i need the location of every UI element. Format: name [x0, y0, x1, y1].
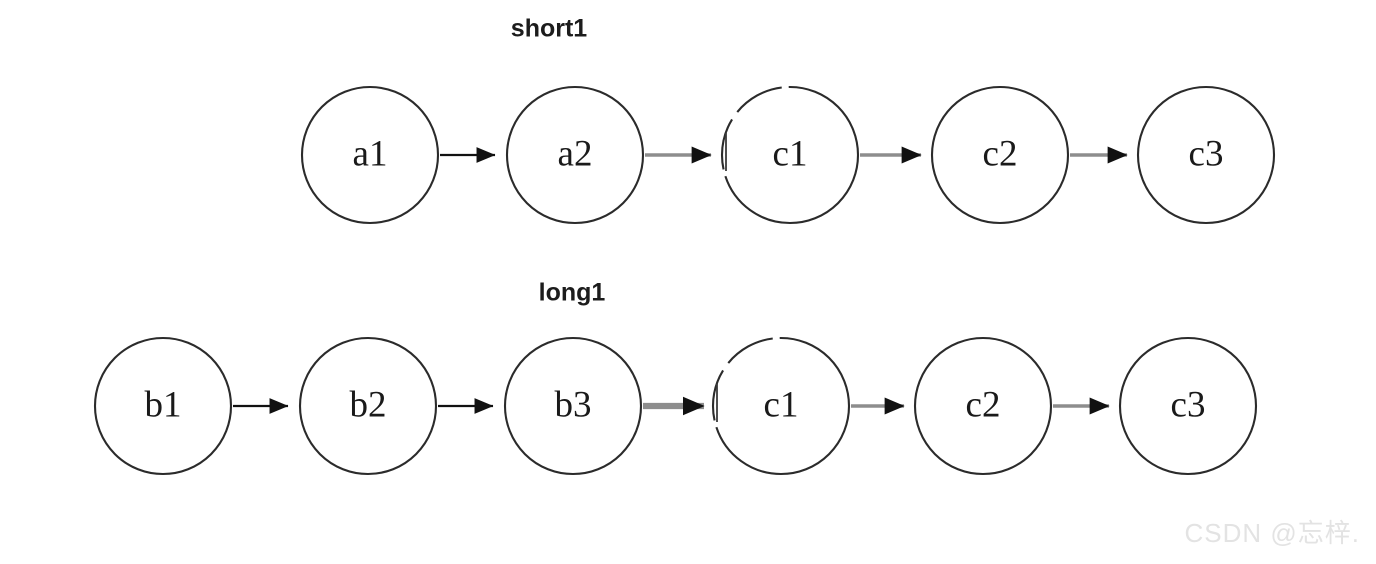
node-circle-s-a1	[300, 85, 440, 225]
node-label-s-a1: a1	[353, 133, 388, 174]
node-label-s-c1: c1	[773, 133, 808, 174]
node-circle-l-c3	[1118, 336, 1258, 476]
node-label-l-c1: c1	[764, 384, 799, 425]
node-l-b3[interactable]: b3	[503, 336, 643, 476]
node-circle-l-c1	[711, 336, 851, 476]
node-label-l-c3: c3	[1171, 384, 1206, 425]
edges-layer	[233, 146, 1128, 416]
node-l-c1[interactable]: c1	[711, 336, 851, 476]
node-l-b2[interactable]: b2	[298, 336, 438, 476]
node-circle-s-a2	[505, 85, 645, 225]
group-title-long1: long1	[539, 279, 606, 307]
node-l-c2[interactable]: c2	[913, 336, 1053, 476]
nodes-layer: a1 a2 c1 c2 c3 b1 b2 b3 c1 c2 c3	[93, 85, 1276, 476]
node-s-a1[interactable]: a1	[300, 85, 440, 225]
node-label-l-b1: b1	[145, 384, 182, 425]
node-circle-s-c1	[720, 85, 860, 225]
node-l-b1[interactable]: b1	[93, 336, 233, 476]
node-label-l-b2: b2	[350, 384, 387, 425]
node-circle-l-b2	[298, 336, 438, 476]
group-title-short1: short1	[511, 15, 588, 43]
node-label-l-b3: b3	[555, 384, 592, 425]
node-circle-l-b3	[503, 336, 643, 476]
node-s-c2[interactable]: c2	[930, 85, 1070, 225]
node-circle-l-c2	[913, 336, 1053, 476]
node-s-a2[interactable]: a2	[505, 85, 645, 225]
node-s-c1[interactable]: c1	[720, 85, 860, 225]
node-label-s-c2: c2	[983, 133, 1018, 174]
node-l-c3[interactable]: c3	[1118, 336, 1258, 476]
node-s-c3[interactable]: c3	[1136, 85, 1276, 225]
group-titles-layer: short1 long1	[511, 15, 606, 307]
node-label-l-c2: c2	[966, 384, 1001, 425]
node-circle-s-c3	[1136, 85, 1276, 225]
node-label-s-a2: a2	[558, 133, 593, 174]
csdn-watermark: CSDN @忘梓.	[1184, 518, 1360, 548]
node-circle-s-c2	[930, 85, 1070, 225]
node-label-s-c3: c3	[1189, 133, 1224, 174]
node-circle-l-b1	[93, 336, 233, 476]
